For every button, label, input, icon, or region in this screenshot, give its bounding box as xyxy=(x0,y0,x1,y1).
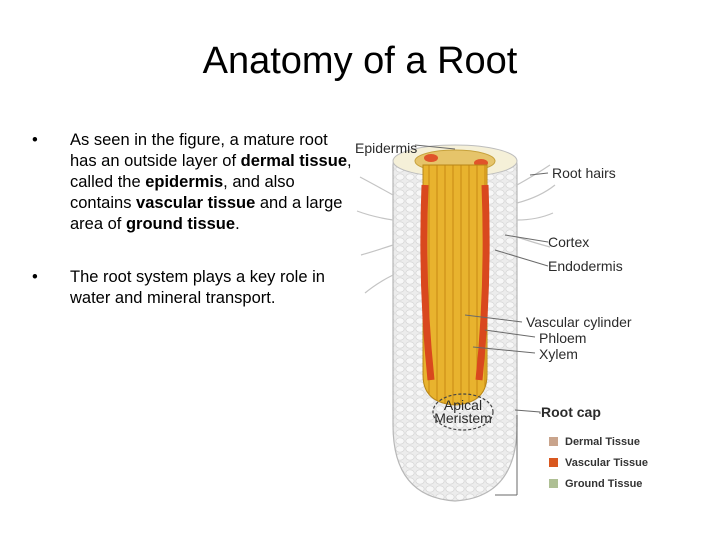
legend-label-ground: Ground Tissue xyxy=(565,478,642,490)
label-xylem: Xylem xyxy=(539,346,578,362)
label-root-hairs: Root hairs xyxy=(552,165,616,181)
vascular-cylinder xyxy=(422,164,488,406)
apical-meristem xyxy=(432,393,494,431)
label-root-cap: Root cap xyxy=(541,404,601,420)
bullet-item: • As seen in the figure, a mature root h… xyxy=(32,131,352,233)
legend-label-dermal: Dermal Tissue xyxy=(565,436,640,448)
meristem-label: Meristem xyxy=(434,410,492,426)
legend-swatch-vascular xyxy=(549,458,558,467)
root-diagram: Apical Meristem Epidermis Root hairs Cor… xyxy=(355,140,648,502)
phloem-strand xyxy=(420,184,435,381)
legend: Dermal Tissue Vascular Tissue Ground Tis… xyxy=(549,436,648,490)
label-phloem: Phloem xyxy=(539,330,586,346)
bullet-text-2: The root system plays a key role in wate… xyxy=(70,268,325,307)
label-vascular-cylinder: Vascular cylinder xyxy=(526,314,632,330)
bullet-item: • The root system plays a key role in wa… xyxy=(32,268,325,307)
label-cortex: Cortex xyxy=(548,234,589,250)
legend-swatch-ground xyxy=(549,479,558,488)
label-epidermis: Epidermis xyxy=(355,140,417,156)
apical-label: Apical xyxy=(444,397,482,413)
root-anatomy-figure: Apical Meristem Epidermis Root hairs Cor… xyxy=(345,125,715,515)
label-endodermis: Endodermis xyxy=(548,258,623,274)
bullet-list: • As seen in the figure, a mature root h… xyxy=(30,130,355,341)
bullet-text-1: As seen in the figure, a mature root has… xyxy=(70,131,352,233)
legend-swatch-dermal xyxy=(549,437,558,446)
slide-title: Anatomy of a Root xyxy=(202,40,518,82)
legend-label-vascular: Vascular Tissue xyxy=(565,457,648,469)
phloem-strand xyxy=(475,184,490,381)
